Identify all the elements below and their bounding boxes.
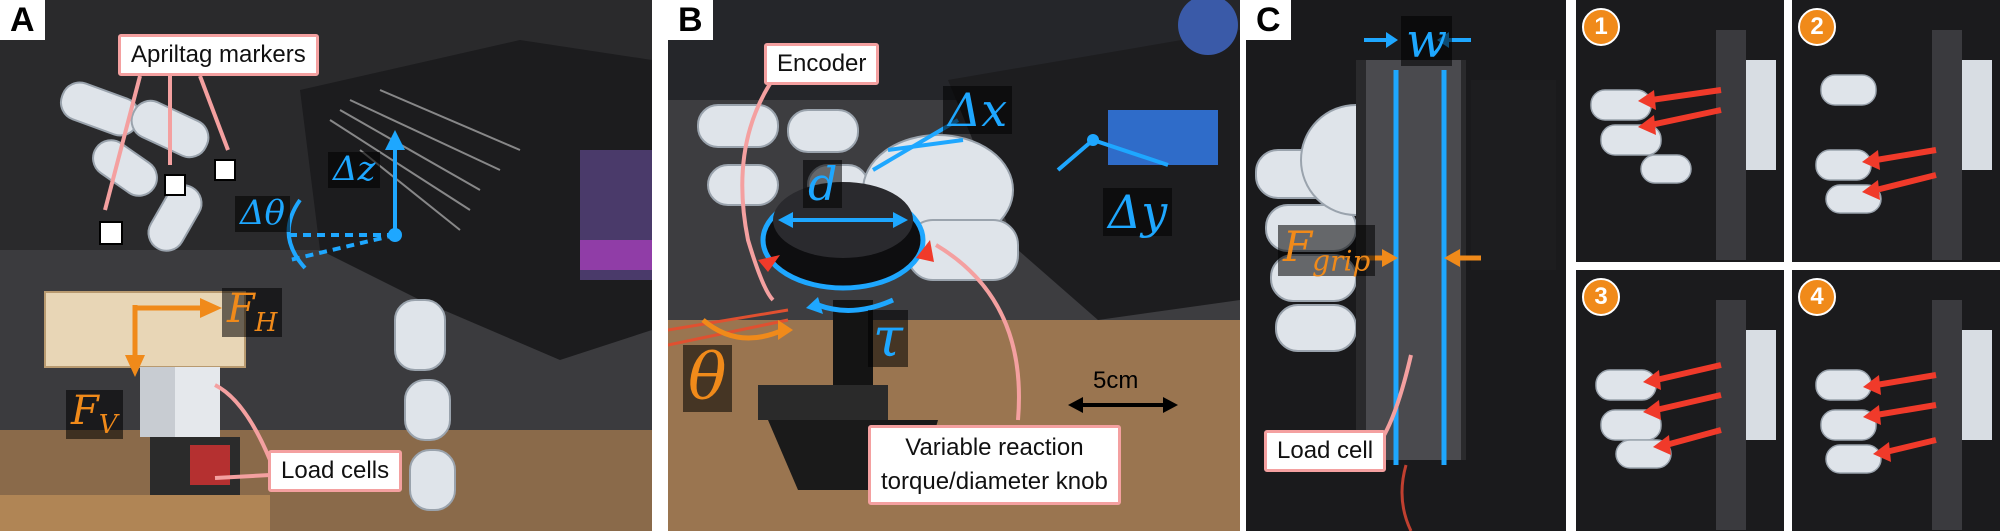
delta-x-label: Δx [943, 86, 1013, 134]
step-badge-4: 4 [1798, 278, 1836, 316]
panel-a-photo [0, 0, 652, 531]
sequence-frames-photo [1576, 0, 2000, 531]
knob-callout-line2: torque/diameter knob [881, 468, 1108, 495]
apriltag-markers-callout: Apriltag markers [118, 34, 319, 76]
force-h-label: FH [222, 288, 283, 338]
load-cells-callout: Load cells [268, 450, 403, 492]
step-badge-1: 1 [1582, 8, 1620, 46]
scale-bar-label: 5cm [1093, 367, 1139, 394]
encoder-callout: Encoder [764, 43, 880, 85]
delta-y-label: Δy [1103, 188, 1173, 236]
panel-b-photo [668, 0, 1240, 531]
knob-callout: Variable reaction torque/diameter knob [868, 425, 1121, 505]
torque-label: τ [868, 309, 908, 367]
delta-theta-label: Δθ [235, 195, 291, 232]
panel-b: B Encoder Variable reaction torque/diame… [668, 0, 1240, 531]
width-label: w [1401, 16, 1453, 66]
force-grip-label: Fgrip [1278, 224, 1376, 276]
delta-z-label: Δz [328, 151, 381, 188]
panel-c-letter: C [1246, 0, 1291, 40]
sequence-grid: 1 2 3 4 [1576, 0, 2000, 531]
panel-a: A Apriltag markers Load cells Δz Δθ FH F… [0, 0, 652, 531]
force-v-label: FV [66, 390, 123, 440]
panel-b-letter: B [668, 0, 713, 40]
angle-label: θ [683, 344, 732, 413]
step-badge-3: 3 [1582, 278, 1620, 316]
knob-callout-line1: Variable reaction [905, 434, 1084, 461]
load-cell-callout: Load cell [1264, 430, 1387, 472]
step-badge-2: 2 [1798, 8, 1836, 46]
panel-a-letter: A [0, 0, 45, 40]
panel-c: C w Fgrip Load cell [1246, 0, 1566, 531]
diameter-label: d [803, 160, 843, 208]
